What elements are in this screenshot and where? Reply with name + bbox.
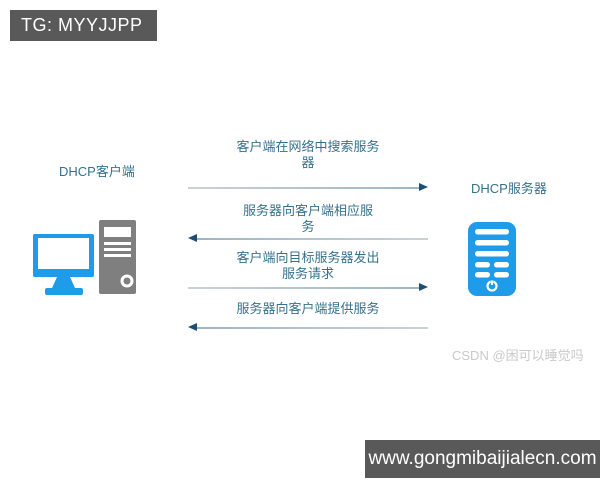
message-offer: 服务器向客户端相应服 务 bbox=[188, 203, 428, 242]
message-request: 客户端向目标服务器发出 服务请求 bbox=[188, 250, 428, 291]
desktop-computer-icon bbox=[33, 220, 136, 295]
arrow-right-icon bbox=[188, 283, 428, 292]
message-ack: 服务器向客户端提供服务 bbox=[188, 301, 428, 331]
tg-badge: TG: MYYJJPP bbox=[10, 10, 157, 41]
arrow-left-icon bbox=[188, 323, 428, 332]
footer-url-bar: www.gongmibaijialecn.com bbox=[365, 440, 600, 478]
arrow-left-icon bbox=[188, 234, 428, 243]
message-label: 服务器向客户端提供服务 bbox=[236, 301, 380, 316]
dhcp-client-label: DHCP客户端 bbox=[59, 164, 135, 179]
arrow-right-icon bbox=[188, 183, 428, 192]
message-discover: 客户端在网络中搜索服务 器 bbox=[188, 139, 428, 191]
message-label: 客户端向目标服务器发出 服务请求 bbox=[236, 250, 380, 281]
dhcp-server-label: DHCP服务器 bbox=[471, 181, 547, 196]
message-label: 客户端在网络中搜索服务 器 bbox=[236, 139, 380, 170]
server-icon bbox=[468, 222, 516, 296]
message-label: 服务器向客户端相应服 务 bbox=[242, 203, 373, 234]
csdn-watermark: CSDN @困可以睡觉吗 bbox=[452, 348, 584, 363]
